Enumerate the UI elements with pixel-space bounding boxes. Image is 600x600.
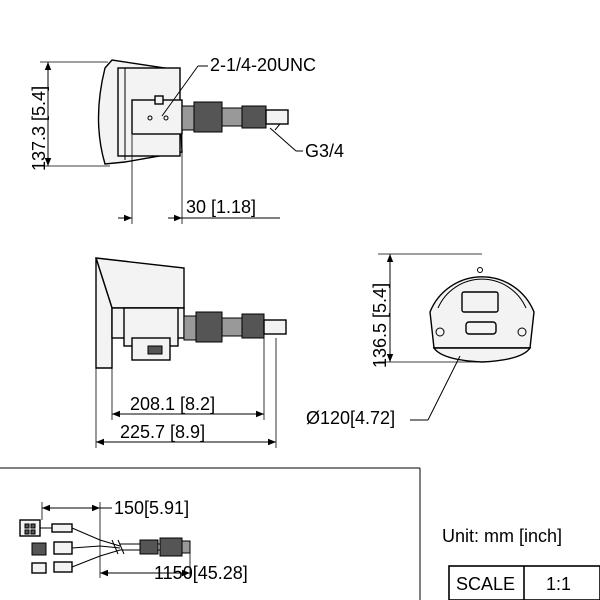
pipe-thread-label: G3/4 [305, 141, 344, 161]
front-view [378, 253, 535, 421]
mount-depth-dim: 30 [1.18] [186, 197, 256, 217]
length-inner-dim: 208.1 [8.2] [130, 394, 215, 414]
length-outer-dim: 225.7 [8.9] [120, 422, 205, 442]
drawing-frame [0, 467, 421, 600]
cable-long-dim: 1150[45.28] [154, 563, 248, 583]
cable-detail [19, 502, 191, 578]
top-height-dim: 137.3 [5.4] [29, 86, 49, 171]
thread-spec-label: 2-1/4-20UNC [210, 55, 316, 75]
scale-label: SCALE [456, 574, 515, 594]
scale-value: 1:1 [546, 574, 571, 594]
cable-short-dim: 150[5.91] [114, 498, 189, 518]
scale-box [448, 565, 600, 600]
unit-label: Unit: mm [inch] [442, 526, 562, 546]
side-view [95, 257, 287, 448]
front-height-dim: 136.5 [5.4] [370, 283, 390, 368]
top-view [40, 59, 303, 224]
diameter-dim: Ø120[4.72] [306, 408, 395, 428]
